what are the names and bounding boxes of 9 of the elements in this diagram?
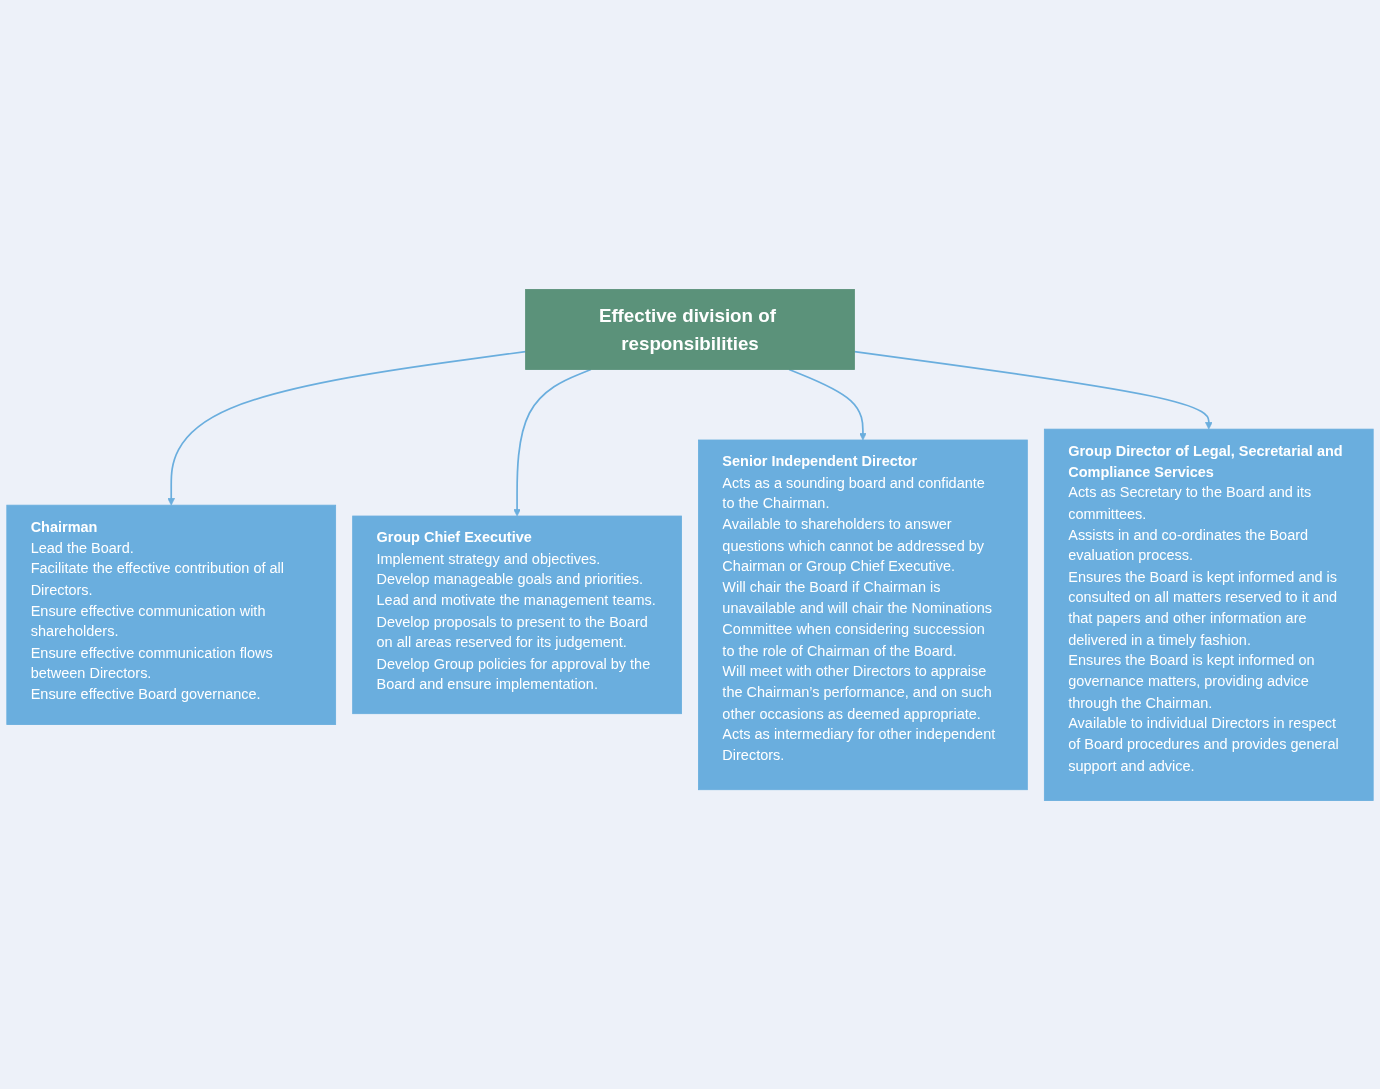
- arrow: [788, 368, 867, 440]
- arrow: [167, 350, 527, 505]
- arrow: [853, 350, 1213, 429]
- node-box: Senior Independent Director Acts as a sounding board and confidante to the Chairman. Available to shareholders to answer questions which cannot be addressed by Chairman or Group Chief Executive. Will chair the Board if Chairman is unavailable and will chair the Nominations Committee when considering succession to the role of Chairman of the Board. Will meet with other Directors to appraise the Chairman’s performance, and on such other occasions as deemed appropriate. Acts as intermediary for other independent Directors.: [698, 439, 1028, 790]
- node-box: Chairman Lead the Board. Facilitate the effective contribution of all Directors. Ensure effective communication with shareholders. Ensure effective communication flows between Directors. Ensure effective Board governance.: [6, 504, 337, 725]
- node-box: Group Director of Legal, Secretarial and Compliance Services Acts as Secretary to the Board and its committees. Assists in and co-ordinates the Board evaluation process. Ensures the Board is kept informed and is consulted on all matters reserved to it and that papers and other information are delivered in a timely fashion. Ensures the Board is kept informed on governance matters, providing advice through the Chairman. Available to individual Directors in respect of Board procedures and provides general support and advice.: [1043, 428, 1374, 801]
- node-box: Group Chief Executive Implement strategy and objectives. Develop manageable goals and priorities. Lead and motivate the management teams. Develop proposals to present to the Board on all areas reserved for its judgement. Develop Group policies for approval by the Board and ensure implementation.: [352, 515, 682, 714]
- arrow: [513, 368, 592, 516]
- node-box: Effective division of responsibilities: [525, 288, 855, 370]
